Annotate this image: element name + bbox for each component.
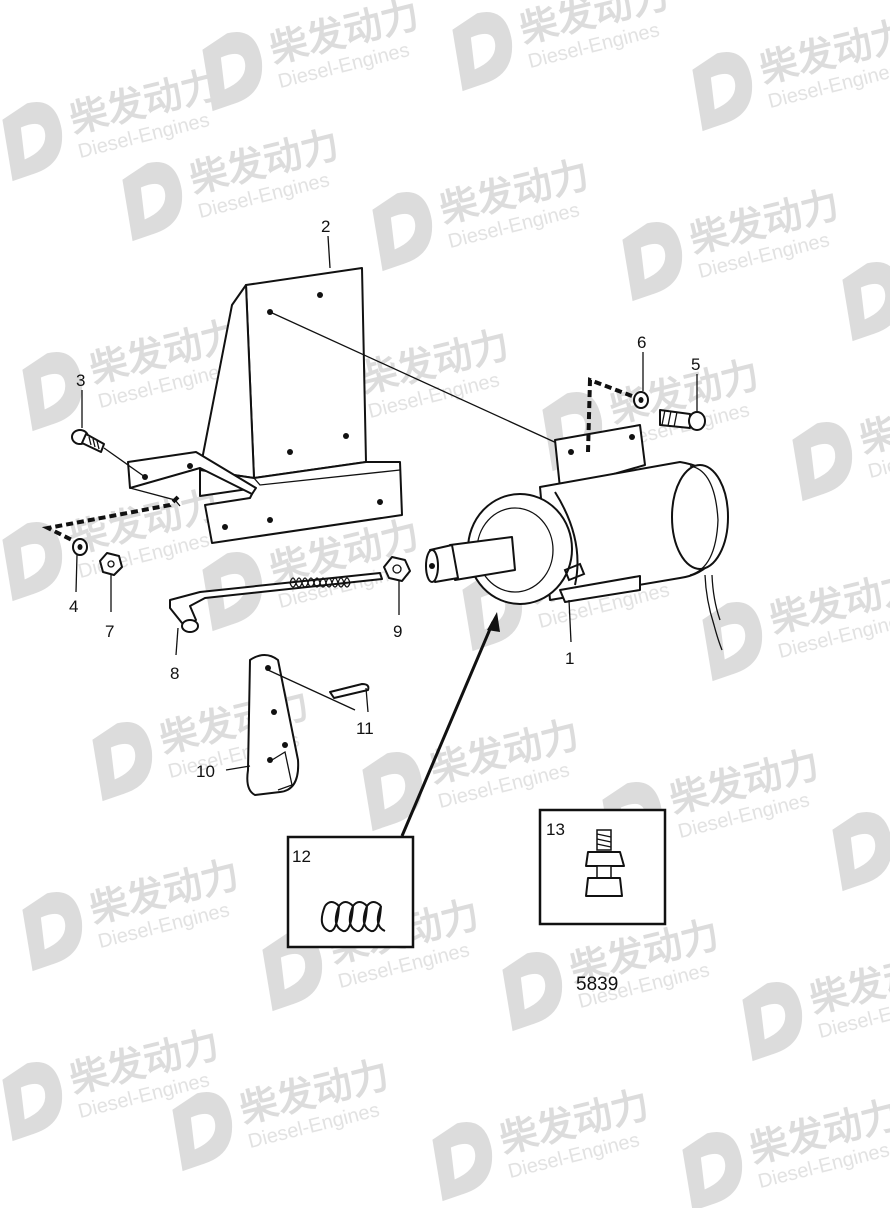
watermark-logo	[172, 1092, 233, 1172]
watermark-logo	[202, 32, 263, 112]
callout-7: 7	[105, 622, 114, 641]
watermark-logo	[2, 102, 63, 182]
callout-3: 3	[76, 371, 85, 390]
watermark-logo	[682, 1132, 743, 1208]
watermark-brand: 柴发动力	[855, 382, 890, 461]
callout-labels: 2 3 6 5 4 7 9 1 8 11 10 12 13	[69, 217, 700, 866]
watermark-logo	[452, 12, 513, 92]
callout-9: 9	[393, 622, 402, 641]
watermark-logo	[432, 1122, 493, 1202]
watermark-logo	[122, 162, 183, 242]
watermark-logo	[842, 262, 890, 342]
watermark-logo	[372, 192, 433, 272]
assembly-dash-left	[41, 495, 180, 542]
callout-8: 8	[170, 664, 179, 683]
detail-box-13	[538, 808, 667, 926]
callout-1: 1	[565, 649, 574, 668]
watermark-logo	[622, 222, 683, 302]
callout-6: 6	[637, 333, 646, 352]
lever-10	[246, 654, 300, 796]
assembly-dash-right	[586, 377, 633, 453]
watermark-logo	[92, 722, 153, 802]
watermark-logo	[692, 52, 753, 132]
bolt-5	[659, 409, 706, 431]
washer-4	[72, 538, 88, 556]
drawing-number: 5839	[576, 974, 618, 995]
watermark-logo	[792, 422, 853, 502]
callout-11: 11	[356, 719, 374, 738]
watermark-logo	[362, 752, 423, 832]
bolt-3	[71, 429, 146, 478]
watermark-logo	[702, 602, 763, 682]
detail-box-12	[286, 835, 415, 949]
watermark-logo	[262, 932, 323, 1012]
watermark-logo	[22, 352, 83, 432]
watermark-logo	[832, 812, 890, 892]
watermark-logo	[742, 982, 803, 1062]
callout-4: 4	[69, 597, 78, 616]
watermark-logo	[502, 952, 563, 1032]
bracket-part	[127, 267, 403, 544]
watermark-logo	[2, 1062, 63, 1142]
callout-10: 10	[196, 762, 215, 781]
nut-9	[383, 556, 411, 582]
watermark-logo	[202, 552, 263, 632]
callout-12: 12	[292, 847, 311, 866]
callout-2: 2	[321, 217, 330, 236]
nut-7	[99, 552, 123, 576]
leader-lines	[75, 235, 698, 837]
assembly-line	[269, 311, 573, 451]
watermark-logo	[22, 892, 83, 972]
watermark-logo	[2, 522, 63, 602]
callout-5: 5	[691, 355, 700, 374]
callout-13: 13	[546, 820, 565, 839]
washer-6	[633, 391, 649, 409]
split-pin-11	[329, 683, 370, 699]
rod-8	[169, 572, 383, 633]
solenoid-part	[425, 424, 729, 651]
